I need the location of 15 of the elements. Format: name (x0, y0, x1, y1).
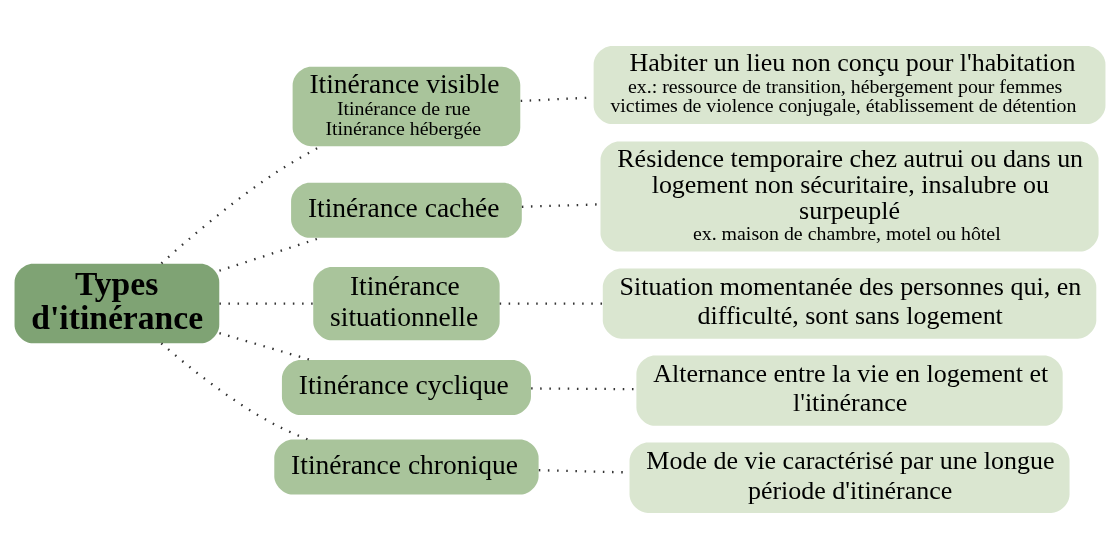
node-box: Itinérance cyclique (281, 360, 531, 416)
node-box: Itinérance visible Itinérance de rue Itinérance hébergée (292, 66, 521, 147)
connector (499, 302, 603, 305)
node-box: Habiter un lieu non conçu pour l'habitation ex.: ressource de transition, hébergement pour femmes victimes de violence conjugale, établissement de détention (593, 46, 1106, 125)
connector (219, 332, 312, 362)
connector (160, 342, 309, 441)
node-box: Itinérance situationnelle (313, 266, 500, 341)
connector (219, 302, 313, 305)
node-box: Situation momentanée des personnes qui, en difficulté, sont sans logement (602, 268, 1097, 339)
node-box: Résidence temporaire chez autrui ou dans un logement non sécuritaire, insalubre ou surpeuplé ex. maison de chambre, motel ou hôtel (600, 141, 1099, 252)
node-box: Alternance entre la vie en logement et l'itinérance (636, 355, 1063, 426)
node-box: Mode de vie caractérisé par une longue période d'itinérance (629, 442, 1070, 513)
node-box: Itinérance cachée (291, 182, 522, 238)
node-box: Itinérance chronique (274, 439, 539, 495)
node-box: Types d'itinérance (14, 263, 220, 344)
